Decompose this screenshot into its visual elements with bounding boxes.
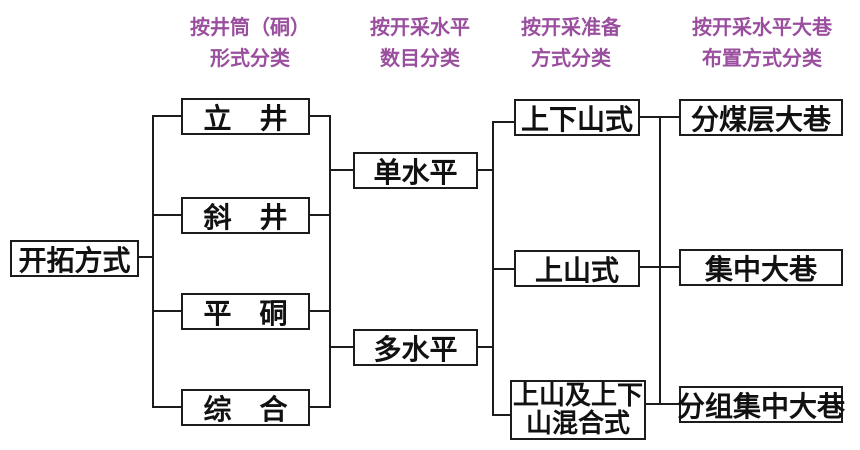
edge-bracket1-to-vertical-shaft [152, 115, 181, 117]
edge-bracket2-to-single-level [329, 169, 353, 171]
header-line-2: 形式分类 [210, 48, 290, 70]
edge-bracket2-vertical [329, 115, 331, 408]
header-line-1: 按开采水平 [370, 17, 470, 39]
node-per-seam-main-roadway: 分煤层大巷 [679, 99, 843, 136]
header-line-2: 布置方式分类 [702, 48, 822, 70]
header-line-2: 数目分类 [380, 48, 460, 70]
edge-multi-level-stub [478, 346, 494, 348]
header-line-1: 按开采水平大巷 [692, 17, 832, 39]
node-updip-downdip-type: 上下山式 [514, 99, 640, 136]
edge-bracket3-to-updip-downdip [492, 121, 515, 123]
node-development-method-root: 开拓方式 [10, 240, 139, 277]
edge-bracket1-vertical [152, 115, 154, 408]
edge-inclined-shaft-stub [310, 214, 331, 216]
edge-combined-stub [310, 406, 331, 408]
header-line-1: 按开采准备 [521, 17, 621, 39]
node-concentrated-main-roadway: 集中大巷 [679, 249, 843, 286]
header-preparation-method: 按开采准备 方式分类 [491, 13, 651, 75]
edge-vertical-shaft-stub [310, 115, 331, 117]
edge-bracket4-vertical [659, 116, 661, 405]
node-updip-type: 上山式 [514, 250, 640, 287]
edge-single-level-stub [478, 169, 494, 171]
node-single-level: 单水平 [353, 152, 478, 189]
edge-bracket1-to-inclined-shaft [152, 214, 181, 216]
node-vertical-shaft: 立 井 [181, 98, 310, 135]
node-multi-level: 多水平 [353, 329, 478, 366]
edge-bracket3-to-mixed [492, 414, 511, 416]
header-line-2: 方式分类 [531, 48, 611, 70]
edge-bracket3-to-updip [492, 268, 515, 270]
edge-mixed-to-grouped [646, 403, 679, 405]
edge-adit-stub [310, 310, 331, 312]
node-combined: 综 合 [181, 389, 310, 426]
header-line-1: 按井筒（硐） [190, 17, 310, 39]
edge-bracket1-to-combined [152, 406, 181, 408]
node-inclined-shaft: 斜 井 [181, 197, 310, 234]
edge-root-stub [139, 256, 154, 258]
header-level-count: 按开采水平 数目分类 [340, 13, 500, 75]
edge-bracket2-to-multi-level [329, 346, 353, 348]
node-adit: 平 硐 [181, 293, 310, 330]
node-grouped-concentrated-main-roadway: 分组集中大巷 [677, 386, 845, 423]
edge-bracket1-to-adit [152, 310, 181, 312]
header-main-roadway-layout: 按开采水平大巷 布置方式分类 [672, 13, 852, 75]
node-mixed-type: 上山及上下 山混合式 [510, 380, 646, 440]
header-shaft-form: 按井筒（硐） 形式分类 [170, 13, 330, 75]
